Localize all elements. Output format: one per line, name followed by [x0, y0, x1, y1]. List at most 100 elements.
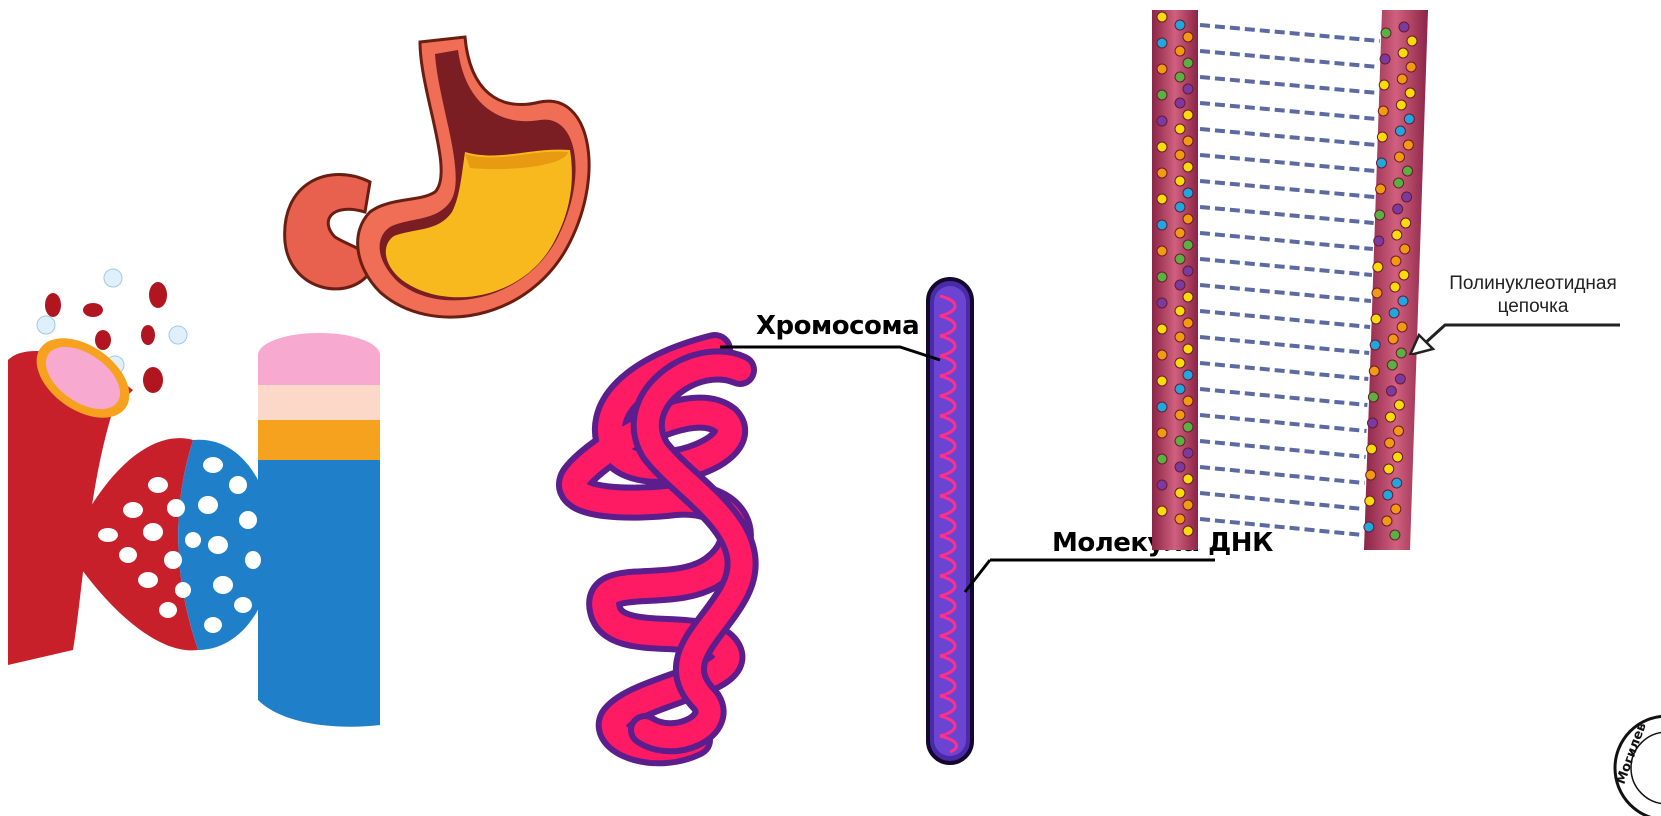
polynucleotide-arrow — [1405, 315, 1625, 355]
nucleotide-dot — [1394, 178, 1404, 188]
nucleotide-dot — [1398, 48, 1408, 58]
hydrogen-bond — [1200, 519, 1363, 535]
hydrogen-bond — [1200, 77, 1378, 93]
nucleotide-dot — [1377, 132, 1387, 142]
nucleotide-dot — [1368, 418, 1378, 428]
nucleotide-dot — [1183, 474, 1193, 484]
hydrogen-bond — [1200, 129, 1376, 145]
nucleotide-dot — [1183, 266, 1193, 276]
nucleotide-dot — [1157, 194, 1167, 204]
chromosome-label: Хромосома — [756, 311, 919, 341]
nucleotide-dot — [1157, 168, 1167, 178]
polynucleotide-label-line2: цепочка — [1448, 295, 1618, 318]
nucleotide-dot — [1157, 220, 1167, 230]
nucleotide-dot — [1364, 522, 1374, 532]
nucleotide-dot — [1183, 162, 1193, 172]
hydrogen-bond — [1200, 233, 1373, 249]
nucleotide-dot — [1175, 176, 1185, 186]
nucleotide-dot — [1183, 240, 1193, 250]
nucleotide-dot — [1378, 106, 1388, 116]
nucleotide-dot — [1389, 308, 1399, 318]
nucleotide-dot — [1395, 152, 1405, 162]
nucleotide-dot — [1157, 272, 1167, 282]
nucleotide-dot — [1157, 480, 1167, 490]
nucleotide-dot — [1183, 136, 1193, 146]
nucleotide-dot — [1157, 246, 1167, 256]
nucleotide-dot — [1175, 514, 1185, 524]
nucleotide-dot — [1183, 292, 1193, 302]
nucleotide-dot — [1175, 46, 1185, 56]
hydrogen-bond — [1200, 389, 1367, 405]
nucleotide-dot — [1393, 204, 1403, 214]
nucleotide-dot — [1380, 54, 1390, 64]
hydrogen-bond — [1200, 337, 1369, 353]
nucleotide-dot — [1385, 438, 1395, 448]
nucleotide-dot — [1374, 236, 1384, 246]
nucleotide-dot — [1403, 140, 1413, 150]
nucleotide-dot — [1386, 412, 1396, 422]
nucleotide-dot — [1183, 110, 1193, 120]
nucleotide-dot — [1183, 526, 1193, 536]
nucleotide-dot — [1183, 32, 1193, 42]
nucleotide-dot — [1183, 188, 1193, 198]
hydrogen-bond — [1200, 103, 1377, 119]
nucleotide-dot — [1382, 516, 1392, 526]
nucleotide-dot — [1399, 270, 1409, 280]
nucleotide-dot — [1157, 142, 1167, 152]
nucleotide-dot — [1157, 376, 1167, 386]
nucleotide-dot — [1367, 444, 1377, 454]
hydrogen-bond — [1200, 259, 1372, 275]
hydrogen-bond — [1200, 285, 1371, 301]
nucleotide-dot — [1368, 392, 1378, 402]
nucleotide-dot — [1392, 230, 1402, 240]
hydrogen-bond — [1200, 363, 1368, 379]
nucleotide-dot — [1157, 90, 1167, 100]
nucleotide-dot — [1366, 470, 1376, 480]
nucleotide-dot — [1175, 254, 1185, 264]
nucleotide-dot — [1406, 62, 1416, 72]
nucleotide-dot — [1157, 298, 1167, 308]
nucleotide-dot — [1175, 20, 1185, 30]
nucleotide-dot — [1407, 36, 1417, 46]
nucleotide-dot — [1157, 64, 1167, 74]
polynucleotide-label-line1: Полинуклеотидная — [1448, 272, 1618, 295]
nucleotide-dot — [1183, 448, 1193, 458]
nucleotide-dot — [1376, 184, 1386, 194]
hydrogen-bond — [1200, 181, 1375, 197]
nucleotide-dot — [1157, 454, 1167, 464]
nucleotide-dot — [1369, 366, 1379, 376]
nucleotide-dot — [1401, 218, 1411, 228]
nucleotide-dot — [1175, 280, 1185, 290]
nucleotide-dot — [1395, 126, 1405, 136]
nucleotide-dot — [1386, 386, 1396, 396]
nucleotide-dot — [1175, 332, 1185, 342]
nucleotide-dot — [1175, 202, 1185, 212]
nucleotide-dot — [1390, 530, 1400, 540]
nucleotide-dot — [1387, 360, 1397, 370]
nucleotide-dot — [1175, 436, 1185, 446]
nucleotide-dot — [1157, 38, 1167, 48]
nucleotide-dot — [1175, 306, 1185, 316]
nucleotide-dot — [1175, 98, 1185, 108]
nucleotide-dot — [1157, 324, 1167, 334]
nucleotide-dot — [1157, 350, 1167, 360]
nucleotide-dot — [1390, 282, 1400, 292]
nucleotide-dot — [1175, 384, 1185, 394]
nucleotide-dot — [1157, 12, 1167, 22]
nucleotide-dot — [1375, 210, 1385, 220]
nucleotide-dot — [1183, 500, 1193, 510]
hydrogen-bond — [1200, 467, 1365, 483]
nucleotide-dot — [1398, 296, 1408, 306]
nucleotide-dot — [1397, 74, 1407, 84]
nucleotide-dot — [1183, 318, 1193, 328]
nucleotide-dot — [1157, 402, 1167, 412]
nucleotide-dot — [1405, 88, 1415, 98]
hydrogen-bond — [1200, 25, 1380, 41]
hydrogen-bond — [1200, 207, 1374, 223]
nucleotide-dot — [1403, 166, 1413, 176]
nucleotide-dot — [1183, 422, 1193, 432]
nucleotide-dot — [1175, 228, 1185, 238]
nucleotide-dot — [1372, 288, 1382, 298]
nucleotide-dot — [1388, 334, 1398, 344]
nucleotide-dot — [1394, 400, 1404, 410]
